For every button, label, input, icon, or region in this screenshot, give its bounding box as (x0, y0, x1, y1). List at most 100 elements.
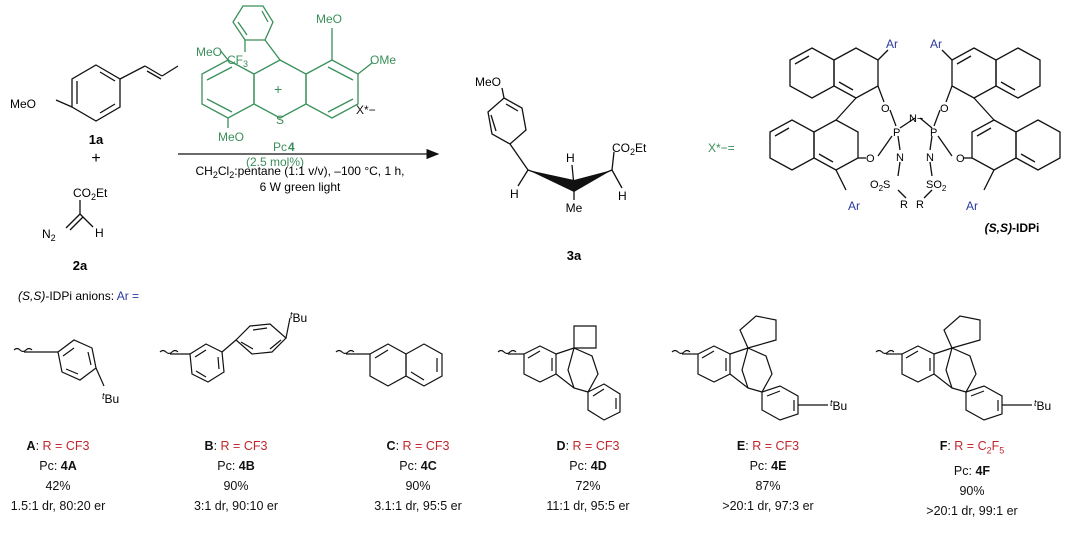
catalyst-ome-left: MeO (196, 45, 222, 59)
idpi-o-1: O (881, 103, 890, 115)
reactant-1a-meo: MeO (10, 97, 36, 111)
reactant-2a-ester: CO2Et (73, 186, 108, 202)
entry-r-line: D: R = CF3 (556, 439, 620, 453)
entry-r-value: R = CF3 (220, 439, 268, 453)
idpi-n-2: N (926, 152, 934, 164)
idpi-o-2: O (940, 103, 949, 115)
entry-pc: 4E (771, 459, 787, 473)
catalyst-label-prefix: Pc (273, 140, 287, 154)
catalyst-label-number: 4 (288, 140, 295, 154)
ar-structure-e (671, 315, 828, 421)
reactant-2a-hydrogen: H (95, 226, 104, 240)
entry-pc: 4F (975, 463, 991, 478)
idpi-r-1: R (900, 199, 908, 211)
entry-yield: 90% (959, 483, 985, 498)
entry-pc-line: Pc: 4B (217, 459, 255, 473)
entry-yield: 90% (223, 479, 249, 493)
product-3a-label: 3a (567, 248, 582, 263)
entry-r-value: R = CF3 (572, 439, 620, 453)
ar-f-tbu: tBu (1034, 398, 1051, 413)
entry-r-value: R = CF3 (752, 439, 800, 453)
entry-yield: 42% (45, 479, 71, 493)
product-ester: CO2Et (612, 141, 647, 157)
entry-r-line: E: R = CF3 (736, 439, 800, 453)
idpi-n-1: N (896, 152, 904, 164)
idpi-sulfonyl-left: O2S (870, 179, 890, 193)
entry-r-value: R = C2F5 (954, 439, 1005, 456)
ar-structure-a (13, 339, 105, 387)
entry-r-line: B: R = CF3 (204, 439, 268, 453)
product-wedge-left (528, 170, 574, 192)
reactant-2a-structure (65, 200, 94, 231)
product-meo: MeO (475, 75, 501, 89)
entry-id: A (26, 439, 36, 453)
idpi-r-2: R (916, 199, 924, 211)
entry-r-line: F: R = C2F5 (939, 439, 1005, 456)
entry-yield: 90% (405, 479, 431, 493)
ar-definition: (S,S)-IDPi anions: Ar = (18, 289, 139, 303)
idpi-ar-3: Ar (848, 199, 860, 213)
product-wedge-right (574, 170, 612, 192)
product-hydrogen-left: H (510, 187, 519, 201)
product-hydrogen-right: H (618, 189, 627, 203)
entry-selectivity: 3.1:1 dr, 95:5 er (374, 499, 462, 513)
idpi-n-anion: N− (909, 113, 923, 125)
product-hydrogen-top: H (566, 151, 575, 165)
idpi-o-3: O (866, 153, 875, 165)
product-methyl: Me (566, 201, 583, 215)
catalyst-counterion: X*− (356, 103, 376, 117)
catalyst-ome-bottom: MeO (218, 130, 244, 144)
ar-structure-f (875, 315, 1032, 421)
entry-pc-line: Pc: 4C (399, 459, 437, 473)
idpi-sulfonyl-right: SO2 (926, 179, 947, 193)
plus-sign: + (91, 150, 100, 167)
ar-structure-b (159, 317, 291, 383)
reactant-2a-label: 2a (73, 258, 88, 273)
ar-b-tbu: tBu (290, 310, 307, 325)
entry-id: C (386, 439, 396, 453)
entry-yield: 72% (575, 479, 601, 493)
catalyst-ome-right: OMe (370, 53, 396, 67)
ar-e-tbu: tBu (830, 398, 847, 413)
entry-pc: 4D (590, 459, 607, 473)
reactant-2a-diazo: N2 (42, 227, 56, 243)
catalyst-charge: + (274, 81, 282, 97)
entry-yield: 87% (755, 479, 781, 493)
entry-selectivity: 3:1 dr, 90:10 er (193, 499, 279, 513)
entry-pc-line: Pc: 4F (953, 463, 991, 478)
conditions-line-2: 6 W green light (260, 180, 341, 194)
entry-pc: 4A (60, 459, 77, 473)
entry-r-value: R = CF3 (402, 439, 450, 453)
idpi-structure (769, 47, 1061, 199)
entry-r-value: R = CF3 (42, 439, 90, 453)
entry-pc-line: Pc: 4D (569, 459, 607, 473)
catalyst-structure (201, 5, 373, 128)
entry-selectivity: >20:1 dr, 97:3 er (722, 499, 814, 513)
reactant-1a-label: 1a (89, 132, 104, 147)
entry-id: B (204, 439, 214, 453)
idpi-p-1: P (893, 127, 900, 139)
ar-a-tbu: tBu (102, 391, 119, 406)
idpi-ar-1: Ar (886, 37, 898, 51)
catalyst-ome-top: MeO (316, 12, 342, 26)
entry-pc: 4C (420, 459, 437, 473)
ar-structure-d (497, 325, 621, 421)
idpi-label: (S,S)-IDPi (985, 221, 1040, 235)
anion-prefix: X*−= (708, 141, 735, 155)
conditions-line-1: CH2Cl2:pentane (1:1 v/v), –100 °C, 1 h, (196, 164, 405, 180)
product-3a-structure (487, 87, 623, 200)
catalyst-cf3: CF3 (227, 53, 248, 69)
catalyst-loading: (2.5 mol%) (246, 155, 304, 169)
entry-selectivity: 1.5:1 dr, 80:20 er (10, 499, 106, 513)
entry-id: D (556, 439, 566, 453)
entry-selectivity: >20:1 dr, 99:1 er (926, 503, 1018, 518)
entry-r-line: A: R = CF3 (26, 439, 90, 453)
ar-structure-c (335, 343, 443, 387)
entry-id: E (736, 439, 746, 453)
idpi-o-4: O (956, 153, 965, 165)
